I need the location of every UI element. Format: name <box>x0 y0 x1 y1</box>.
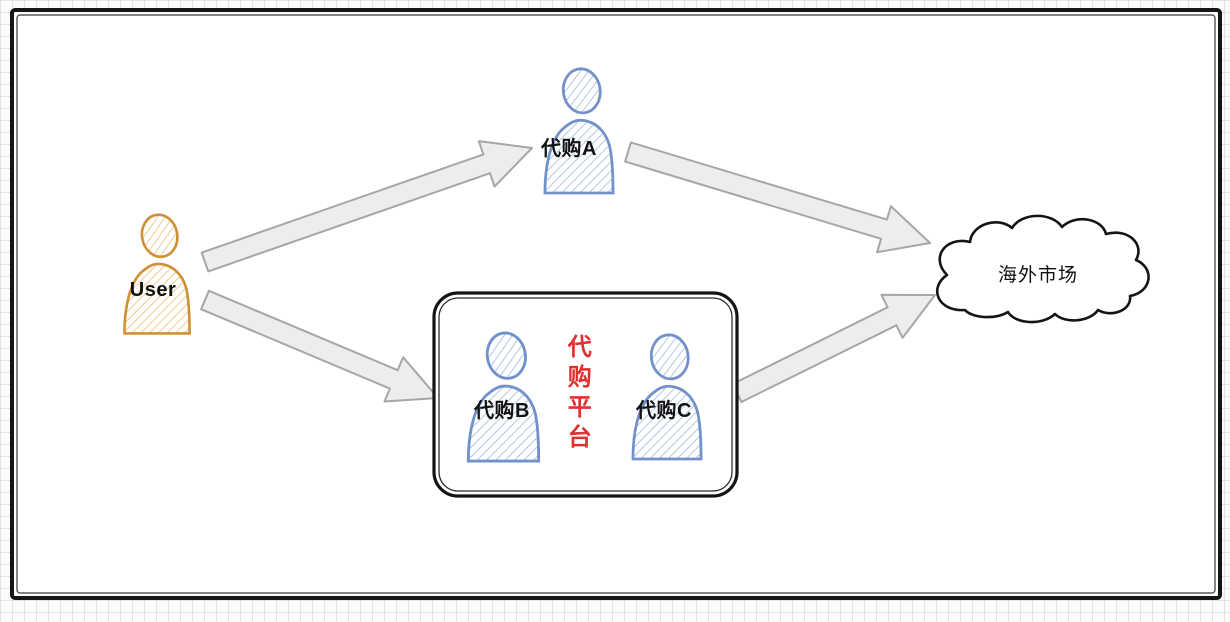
arrow-platform-to-market <box>731 293 936 403</box>
user-person-icon <box>123 213 191 335</box>
agent-c-label: 代购C <box>636 400 692 422</box>
user-label: User <box>129 279 177 301</box>
agent-a-label: 代购A <box>541 138 597 160</box>
frame-border-inner <box>16 14 1216 594</box>
arrow-agent-a-to-market <box>624 141 931 254</box>
frame-border-outer <box>10 8 1222 600</box>
platform-label: 代购平台 <box>567 334 593 451</box>
arrow-user-to-platform <box>200 289 439 403</box>
agent-a-person-icon <box>543 67 615 195</box>
agent-b-label: 代购B <box>474 400 530 422</box>
agent-b-person-icon <box>466 331 541 463</box>
arrow-user-to-agent-a <box>200 140 533 273</box>
agent-c-person-icon <box>631 333 703 461</box>
market-label: 海外市场 <box>997 265 1079 286</box>
overseas-market-cloud <box>935 214 1150 324</box>
